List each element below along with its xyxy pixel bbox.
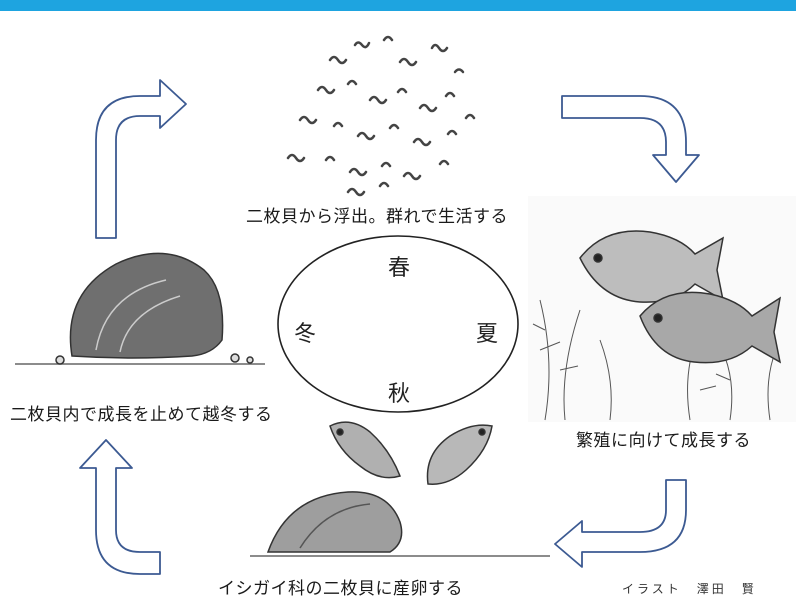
arrow-bottom-right — [554, 479, 687, 568]
mussel-illustration-left — [15, 252, 265, 365]
larvae-illustration — [286, 35, 476, 197]
season-summer: 夏 — [476, 322, 499, 347]
arrow-top-right — [561, 95, 700, 183]
spawning-illustration — [250, 421, 550, 557]
stage-label-bottom: イシガイ科の二枚貝に産卵する — [218, 579, 463, 599]
season-spring: 春 — [388, 256, 411, 281]
illustration-credit: イラスト 澤田 賢 — [622, 582, 757, 596]
season-autumn: 秋 — [388, 382, 411, 407]
cycle-arrows — [79, 79, 700, 575]
stage-label-top: 二枚貝から浮出。群れで生活する — [246, 207, 508, 227]
arrow-top-left — [95, 79, 187, 239]
stage-label-right: 繁殖に向けて成長する — [576, 431, 751, 451]
arrow-bottom-left — [79, 439, 161, 575]
top-accent-bar — [0, 0, 796, 11]
season-ring — [277, 235, 519, 413]
fish-illustration-right — [528, 196, 796, 422]
season-winter: 冬 — [294, 322, 317, 347]
stage-label-left: 二枚貝内で成長を止めて越冬する — [10, 405, 273, 425]
